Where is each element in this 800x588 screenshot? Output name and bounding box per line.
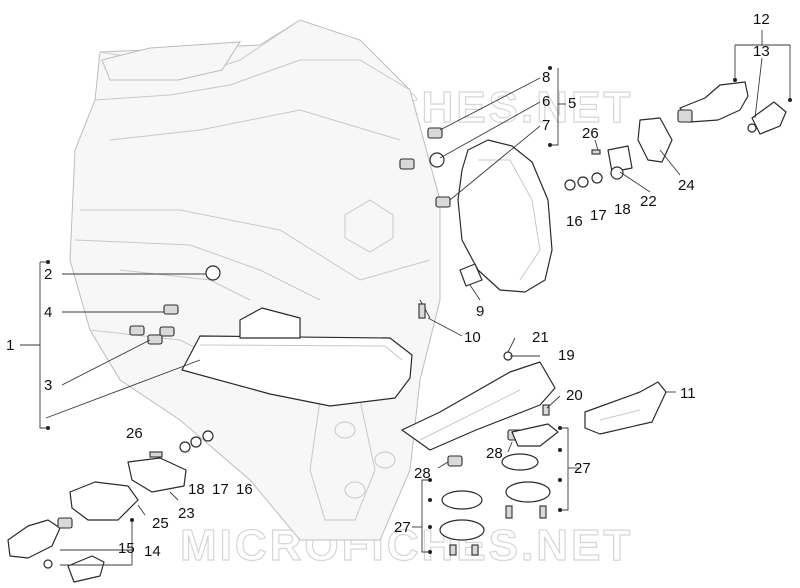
callout-12: 12 bbox=[753, 11, 770, 28]
callout-5: 5 bbox=[568, 95, 576, 112]
callout-17-left: 17 bbox=[212, 481, 229, 498]
leader-dots bbox=[46, 66, 792, 554]
callout-16-left: 16 bbox=[236, 481, 253, 498]
grab-handle bbox=[101, 41, 241, 81]
callout-28-left: 28 bbox=[414, 465, 431, 482]
callout-16-right: 16 bbox=[566, 213, 583, 230]
hexagon-emblem bbox=[344, 199, 394, 253]
callout-4: 4 bbox=[44, 304, 52, 321]
indicator-25 bbox=[69, 481, 139, 521]
callout-26-left: 26 bbox=[126, 425, 143, 442]
leader-lines bbox=[20, 30, 791, 566]
callout-7: 7 bbox=[542, 117, 550, 134]
callout-15: 15 bbox=[118, 540, 135, 557]
callout-27-right: 27 bbox=[574, 460, 591, 477]
bracket-23 bbox=[127, 457, 187, 493]
indicator-14 bbox=[7, 519, 61, 559]
callout-25: 25 bbox=[152, 515, 169, 532]
rear-reflector bbox=[401, 351, 667, 451]
lens-15 bbox=[67, 555, 105, 583]
bulb-2 bbox=[205, 265, 221, 281]
callout-13: 13 bbox=[753, 43, 770, 60]
bracket-9 bbox=[459, 263, 483, 287]
reflector-19 bbox=[401, 361, 556, 451]
lens-13b bbox=[751, 101, 787, 135]
reflector-11 bbox=[584, 381, 667, 435]
callout-9: 9 bbox=[476, 303, 484, 320]
tail-light-housing-top bbox=[239, 307, 301, 339]
callout-21: 21 bbox=[532, 329, 549, 346]
callout-8: 8 bbox=[542, 69, 550, 86]
callout-28-right: 28 bbox=[486, 445, 503, 462]
callout-14: 14 bbox=[144, 543, 161, 560]
tail-light-lens bbox=[181, 307, 413, 407]
callout-3: 3 bbox=[44, 377, 52, 394]
bracket-22 bbox=[607, 145, 633, 173]
watermark-bottom: MICROFICHES.NET bbox=[180, 521, 633, 570]
license-light-parts bbox=[439, 423, 559, 556]
bulb-sockets-left bbox=[129, 265, 221, 345]
callout-23: 23 bbox=[178, 505, 195, 522]
indicator-left bbox=[7, 430, 214, 583]
callout-26-right: 26 bbox=[582, 125, 599, 142]
callout-17-right: 17 bbox=[590, 207, 607, 224]
callout-11: 11 bbox=[680, 385, 696, 402]
callout-19: 19 bbox=[558, 347, 575, 364]
callout-6: 6 bbox=[542, 93, 550, 110]
bulb-sockets-right bbox=[399, 127, 451, 208]
scooter-rear-body bbox=[69, 19, 441, 541]
lens-24 bbox=[637, 117, 673, 163]
callout-20: 20 bbox=[566, 387, 583, 404]
callout-18-left: 18 bbox=[188, 481, 205, 498]
callout-27-left: 27 bbox=[394, 519, 411, 536]
callout-10: 10 bbox=[464, 329, 481, 346]
callout-1: 1 bbox=[6, 337, 14, 354]
indicator-13 bbox=[679, 81, 749, 123]
callout-labels: 1 2 3 4 5 6 7 8 9 10 11 12 13 14 15 16 1… bbox=[6, 11, 770, 560]
callout-22: 22 bbox=[640, 193, 657, 210]
callout-2: 2 bbox=[44, 266, 52, 283]
callout-24: 24 bbox=[678, 177, 695, 194]
callout-18-right: 18 bbox=[614, 201, 631, 218]
indicator-right bbox=[564, 81, 787, 191]
